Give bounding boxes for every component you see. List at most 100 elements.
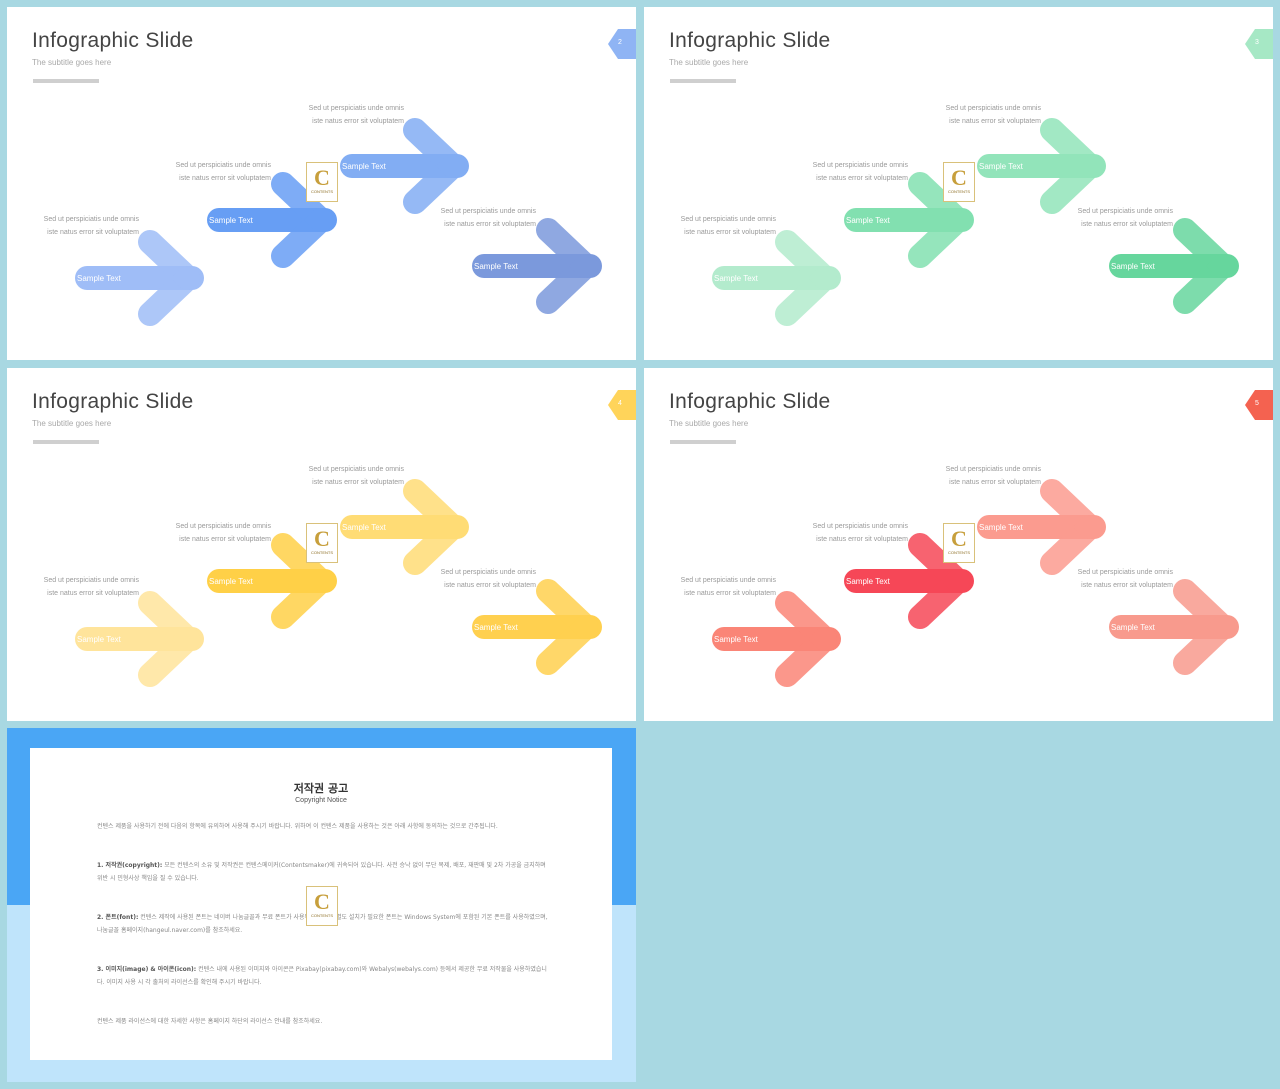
description-text: Sed ut perspiciatis unde omnis iste natu… (680, 577, 776, 597)
title-underline (670, 440, 736, 444)
section-3-body: 컨텐스 내에 사용된 이미지와 아이콘은 Pixabay(pixabay.com… (97, 966, 547, 986)
page-number: 2 (618, 39, 622, 46)
description-text: Sed ut perspiciatis unde omnis iste natu… (175, 162, 271, 182)
description-text: Sed ut perspiciatis unde omnis iste natu… (43, 216, 139, 236)
slide-subtitle: The subtitle goes here (32, 419, 112, 428)
logo-letter: C (314, 526, 330, 551)
page-number-tag: 2 (608, 29, 636, 59)
section-1-heading: 1. 저작권(copyright): (97, 862, 163, 869)
description-text: Sed ut perspiciatis unde omnis iste natu… (175, 523, 271, 543)
arrow-shape: Sample Text (844, 533, 974, 629)
arrow-label: Sample Text (714, 635, 759, 644)
arrow-label: Sample Text (979, 523, 1024, 532)
logo-letter: C (951, 165, 967, 190)
slide-title: Infographic Slide (669, 29, 831, 52)
arrow-shape: Sample Text (207, 172, 337, 268)
arrow-shape: Sample Text (75, 230, 204, 326)
logo-letter: C (314, 889, 330, 914)
title-underline (670, 79, 736, 83)
arrow-label: Sample Text (846, 577, 891, 586)
page-number: 3 (1255, 39, 1259, 46)
copyright-section-2: 2. 폰트(font): 컨텐스 제작에 사용된 폰트는 네이버 나눔글꼴과 무… (97, 911, 549, 937)
arrow-shape: Sample Text (340, 479, 469, 575)
copyright-subtitle: Copyright Notice (295, 797, 347, 804)
copyright-intro: 컨텐스 제품을 사용하기 전에 다음의 항목에 유의하여 사용해 주시기 바랍니… (97, 823, 498, 830)
title-underline (33, 79, 99, 83)
section-2-body: 컨텐스 제작에 사용된 폰트는 네이버 나눔글꼴과 무료 폰트가 사용되었습니다… (97, 914, 548, 934)
slide-title: Infographic Slide (32, 390, 194, 413)
slide-subtitle: The subtitle goes here (32, 58, 112, 67)
arrow-label: Sample Text (1111, 262, 1156, 271)
arrow-label: Sample Text (209, 577, 254, 586)
copyright-outro: 컨텐스 제품 라이선스에 대한 자세한 사항은 홈페이지 하단의 라이선스 안내… (97, 1018, 323, 1025)
title-underline (33, 440, 99, 444)
logo-text: CONTENTS (948, 189, 970, 194)
copyright-section-3: 3. 이미지(image) & 아이콘(icon): 컨텐스 내에 사용된 이미… (97, 963, 549, 989)
arrow-label: Sample Text (77, 635, 122, 644)
arrow-label: Sample Text (342, 162, 387, 171)
description-text: Sed ut perspiciatis unde omnis iste natu… (945, 105, 1041, 125)
logo-letter: C (314, 165, 330, 190)
logo-text: CONTENTS (311, 189, 333, 194)
arrow-shape: Sample Text (712, 230, 841, 326)
arrow-shape: Sample Text (472, 218, 602, 314)
arrow-label: Sample Text (846, 216, 891, 225)
arrow-shape: Sample Text (844, 172, 974, 268)
section-1-body: 모든 컨텐스의 소유 및 저작권은 컨텐스메이커(Contentsmaker)에… (97, 862, 546, 882)
slide-title: Infographic Slide (669, 390, 831, 413)
section-3-heading: 3. 이미지(image) & 아이콘(icon): (97, 966, 197, 973)
description-text: Sed ut perspiciatis unde omnis iste natu… (945, 466, 1041, 486)
arrow-shape: Sample Text (472, 579, 602, 675)
description-text: Sed ut perspiciatis unde omnis iste natu… (440, 208, 536, 228)
page-number-tag: 3 (1245, 29, 1273, 59)
arrow-label: Sample Text (714, 274, 759, 283)
description-text: Sed ut perspiciatis unde omnis iste natu… (308, 105, 404, 125)
page-number-tag: 5 (1245, 390, 1273, 420)
arrow-shape: Sample Text (1109, 579, 1239, 675)
arrow-label: Sample Text (77, 274, 122, 283)
arrow-shape: Sample Text (1109, 218, 1239, 314)
logo-text: CONTENTS (311, 913, 333, 918)
arrow-label: Sample Text (209, 216, 254, 225)
description-text: Sed ut perspiciatis unde omnis iste natu… (43, 577, 139, 597)
description-text: Sed ut perspiciatis unde omnis iste natu… (308, 466, 404, 486)
slide-subtitle: The subtitle goes here (669, 419, 749, 428)
contents-logo: C CONTENTS (306, 886, 338, 926)
page-number: 4 (618, 400, 622, 407)
copyright-panel: 저작권 공고 Copyright Notice 컨텐스 제품을 사용하기 전에 … (7, 728, 636, 1082)
arrow-label: Sample Text (342, 523, 387, 532)
description-text: Sed ut perspiciatis unde omnis iste natu… (812, 523, 908, 543)
description-text: Sed ut perspiciatis unde omnis iste natu… (440, 569, 536, 589)
copyright-section-1: 1. 저작권(copyright): 모든 컨텐스의 소유 및 저작권은 컨텐스… (97, 859, 549, 885)
page-number: 5 (1255, 400, 1259, 407)
arrow-shape: Sample Text (977, 118, 1106, 214)
slide-title: Infographic Slide (32, 29, 194, 52)
logo-text: CONTENTS (311, 550, 333, 555)
arrow-shape: Sample Text (207, 533, 337, 629)
description-text: Sed ut perspiciatis unde omnis iste natu… (812, 162, 908, 182)
description-text: Sed ut perspiciatis unde omnis iste natu… (680, 216, 776, 236)
page-number-tag: 4 (608, 390, 636, 420)
arrow-shape: Sample Text (340, 118, 469, 214)
logo-text: CONTENTS (948, 550, 970, 555)
slide-subtitle: The subtitle goes here (669, 58, 749, 67)
copyright-title: 저작권 공고 (293, 782, 349, 795)
arrow-shape: Sample Text (977, 479, 1106, 575)
arrow-shape: Sample Text (75, 591, 204, 687)
copyright-sheet: 저작권 공고 Copyright Notice 컨텐스 제품을 사용하기 전에 … (30, 748, 612, 1060)
section-2-heading: 2. 폰트(font): (97, 914, 139, 921)
logo-letter: C (951, 526, 967, 551)
arrow-label: Sample Text (979, 162, 1024, 171)
description-text: Sed ut perspiciatis unde omnis iste natu… (1077, 569, 1173, 589)
